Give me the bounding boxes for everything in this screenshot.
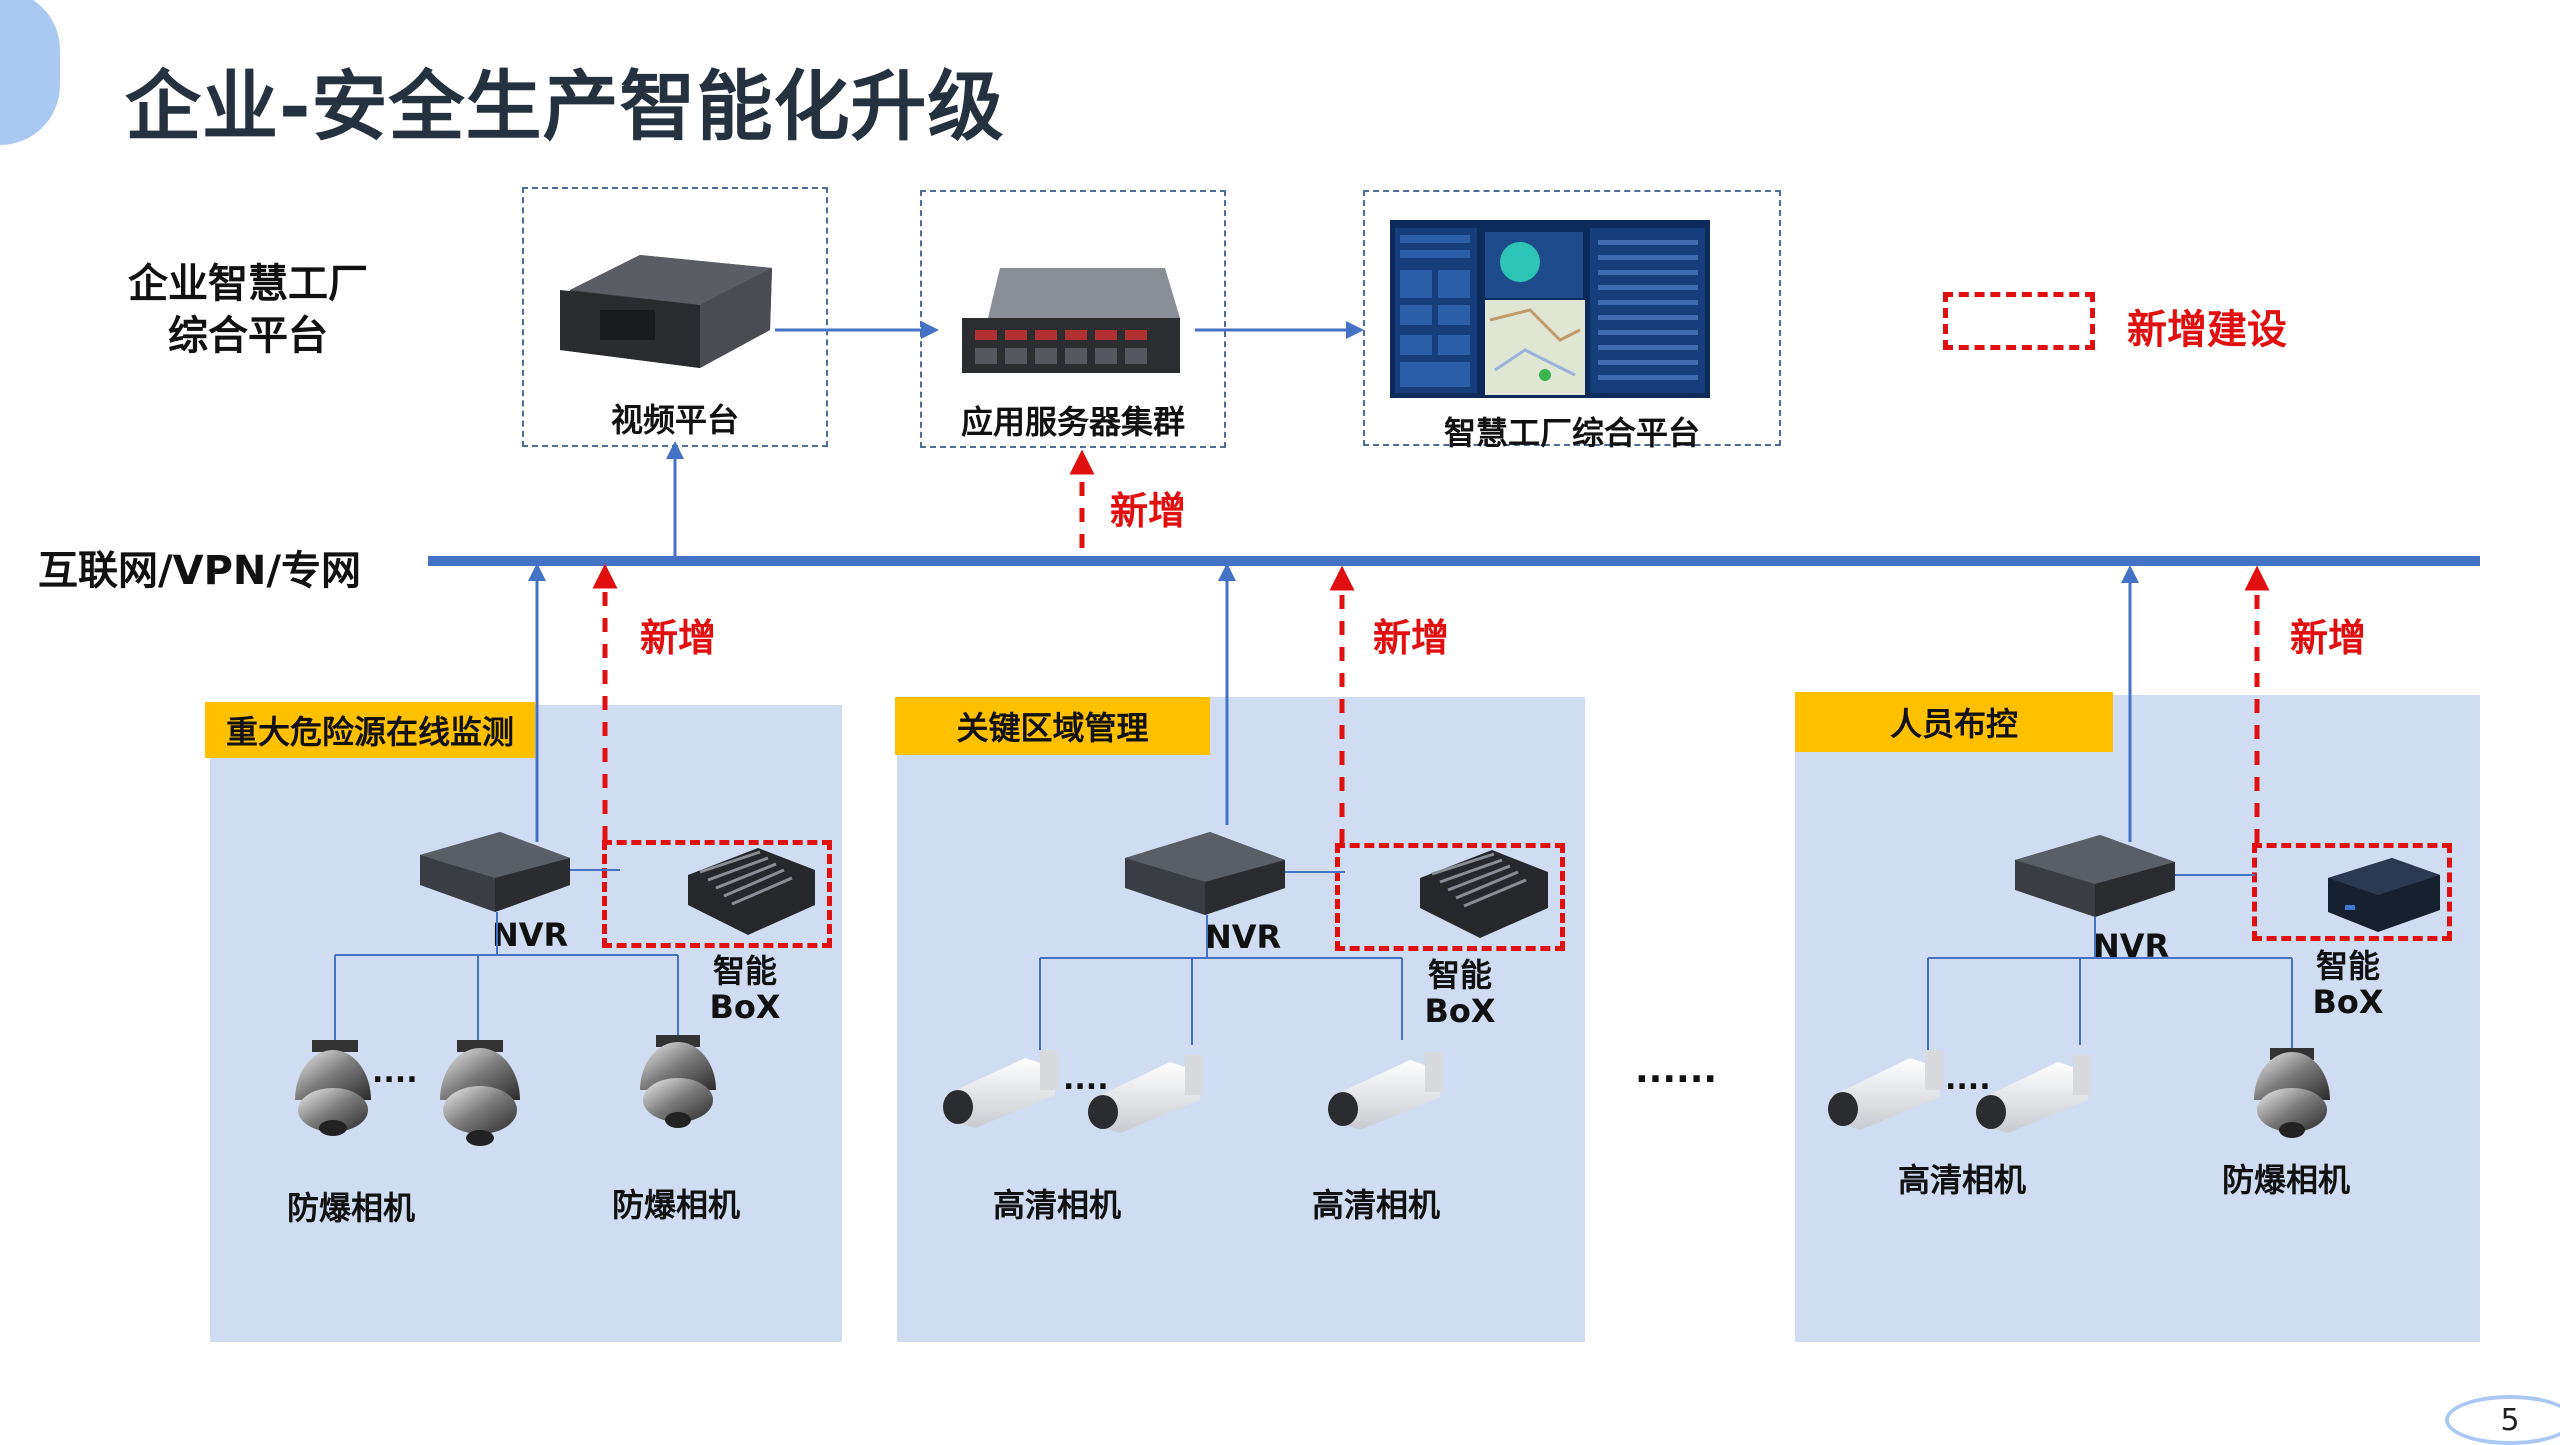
server-cluster-box[interactable]: [920, 190, 1226, 448]
section-panel-personnel: [1795, 695, 2480, 1342]
dashboard-screenshot-icon: [1390, 220, 1710, 398]
smart-box-label-personnel: 智能 BoX: [2308, 948, 2388, 1020]
page-number: 5: [2445, 1395, 2560, 1445]
nvr-icon-hazard: [420, 832, 570, 912]
section-title-hazard: 重大危险源在线监测: [205, 702, 535, 758]
nvr-icon-area: [1125, 832, 1285, 915]
camera-label: 高清相机: [1312, 1186, 1441, 1224]
smart-box-label-line1: 智能: [1427, 956, 1492, 994]
platform-label: 企业智慧工厂 综合平台: [128, 258, 368, 362]
platform-label-line2: 综合平台: [168, 313, 328, 359]
new-label-personnel: 新增: [2290, 616, 2367, 660]
smart-box-label-line2: BoX: [2312, 983, 2384, 1021]
network-line: [428, 556, 2480, 566]
video-server-icon: [560, 255, 772, 368]
bullet-camera-icon: [1328, 1052, 1443, 1130]
smart-box-label-area: 智能 BoX: [1420, 957, 1500, 1029]
dots: ....: [1945, 1062, 1991, 1097]
server-cluster-label: 应用服务器集群: [960, 403, 1185, 441]
camera-label: 防爆相机: [287, 1189, 416, 1227]
smart-box-highlight-personnel: [2252, 843, 2452, 941]
dots: ....: [1063, 1062, 1109, 1097]
page-title: 企业-安全生产智能化升级: [125, 62, 1005, 151]
smart-box-icon-personnel: [2328, 858, 2440, 932]
section-panel-hazard: [210, 705, 842, 1342]
factory-platform-label: 智慧工厂综合平台: [1443, 414, 1700, 452]
camera-label: 高清相机: [1898, 1161, 2027, 1199]
bullet-camera-icon: [1976, 1055, 2091, 1133]
smart-box-label-line1: 智能: [712, 952, 777, 990]
smart-box-highlight-hazard: [602, 840, 832, 948]
dome-camera-icon: [640, 1035, 716, 1128]
new-label-hazard: 新增: [640, 616, 717, 660]
section-title-area: 关键区域管理: [895, 697, 1210, 755]
network-label: 互联网/VPN/专网: [38, 548, 361, 594]
smart-box-label-hazard: 智能 BoX: [705, 953, 785, 1025]
smart-box-icon-hazard: [688, 848, 815, 935]
camera-label: 防爆相机: [2222, 1161, 2351, 1199]
section-panel-area: [897, 697, 1585, 1342]
camera-label: 高清相机: [993, 1186, 1122, 1224]
ellipsis: ......: [1635, 1050, 1718, 1091]
bullet-camera-icon: [943, 1050, 1058, 1128]
nvr-icon-personnel: [2015, 835, 2175, 917]
server-new-label: 新增: [1110, 489, 1187, 533]
smart-box-icon-area: [1420, 850, 1548, 938]
server-rack-icon: [962, 268, 1180, 373]
bullet-camera-icon: [1828, 1050, 1943, 1130]
video-platform-label: 视频平台: [610, 401, 739, 439]
bullet-camera-icon: [1088, 1055, 1203, 1133]
nvr-label-hazard: NVR: [492, 916, 569, 954]
dome-camera-icon: [2254, 1048, 2330, 1138]
dots: ....: [372, 1055, 418, 1090]
camera-label: 防爆相机: [612, 1186, 741, 1224]
smart-box-label-line1: 智能: [2315, 947, 2380, 985]
smart-box-label-line2: BoX: [709, 988, 781, 1026]
section-title-personnel: 人员布控: [1795, 692, 2113, 752]
legend-label: 新增建设: [2127, 307, 2287, 353]
nvr-label-area: NVR: [1205, 918, 1282, 956]
dome-camera-icon: [440, 1040, 520, 1146]
smart-box-highlight-area: [1335, 843, 1565, 951]
dome-camera-icon: [295, 1040, 371, 1136]
platform-label-line1: 企业智慧工厂: [128, 261, 368, 307]
smart-box-label-line2: BoX: [1424, 992, 1496, 1030]
legend-swatch: [1943, 292, 2095, 350]
factory-platform-box[interactable]: [1363, 190, 1781, 446]
new-label-area: 新增: [1373, 616, 1450, 660]
